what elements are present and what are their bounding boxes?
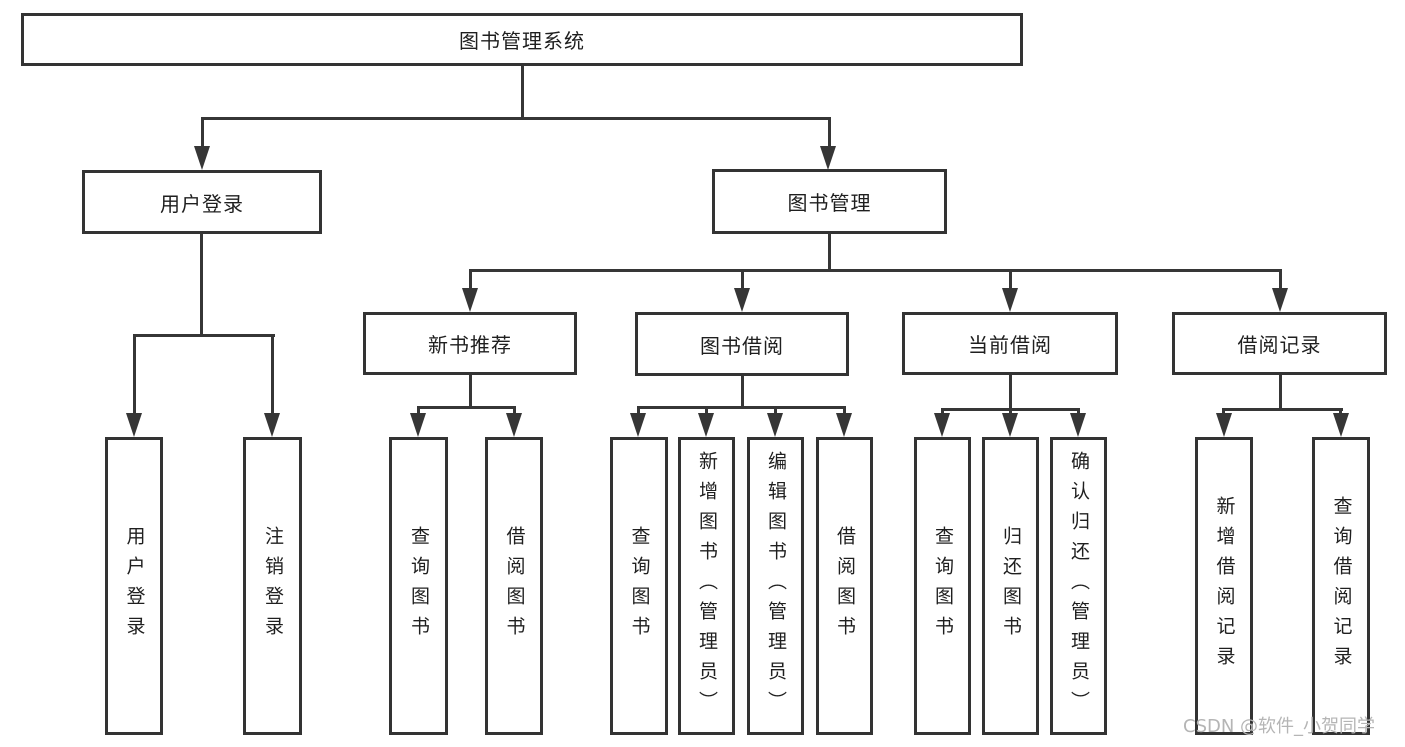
arrow-borrow-leaf-3-icon	[767, 413, 783, 437]
node-new-book-recommend: 新书推荐	[363, 312, 577, 375]
arrow-records-leaf-1-icon	[1216, 413, 1232, 437]
leaf-current-query-books: 查询图书	[914, 437, 971, 735]
arrow-newbook-leaf-2-icon	[506, 413, 522, 437]
leaf-records-query-record-label: 查询借阅记录	[1330, 496, 1353, 676]
node-current-borrow: 当前借阅	[902, 312, 1118, 375]
connector-borrow-bar	[637, 406, 846, 409]
node-borrow-records: 借阅记录	[1172, 312, 1387, 375]
leaf-logout: 注销登录	[243, 437, 302, 735]
leaf-records-add-record: 新增借阅记录	[1195, 437, 1253, 735]
connector-login-stem	[200, 233, 203, 336]
leaf-records-query-record: 查询借阅记录	[1312, 437, 1370, 735]
connector-root-stem	[521, 66, 524, 119]
arrow-to-current-borrow-icon	[1002, 288, 1018, 312]
arrow-records-leaf-2-icon	[1333, 413, 1349, 437]
connector-newbook-bar	[417, 406, 516, 409]
node-root-system: 图书管理系统	[21, 13, 1023, 66]
connector-borrow-stem	[741, 376, 744, 408]
node-book-management: 图书管理	[712, 169, 947, 234]
connector-newbook-drop-2	[513, 406, 516, 418]
node-current-borrow-label: 当前借阅	[968, 333, 1052, 357]
leaf-newbook-query-books-label: 查询图书	[408, 526, 430, 646]
node-borrow-records-label: 借阅记录	[1237, 333, 1322, 357]
leaf-borrow-add-books-admin-label: 新增图书（管理员）	[696, 451, 718, 721]
node-user-login: 用户登录	[82, 170, 322, 234]
node-root-label: 图书管理系统	[459, 29, 585, 53]
leaf-current-confirm-return-admin: 确认归还（管理员）	[1050, 437, 1107, 735]
leaf-logout-label: 注销登录	[262, 526, 284, 646]
arrow-current-leaf-3-icon	[1070, 413, 1086, 437]
leaf-borrow-borrow-books: 借阅图书	[816, 437, 873, 735]
arrow-to-leaf-user-login-icon	[126, 413, 142, 437]
arrow-current-leaf-1-icon	[934, 413, 950, 437]
arrow-borrow-leaf-1-icon	[630, 413, 646, 437]
arrow-borrow-leaf-2-icon	[698, 413, 714, 437]
connector-newbook-stem	[469, 375, 472, 408]
connector-root-drop-right	[828, 117, 831, 149]
connector-root-drop-left	[201, 117, 204, 149]
node-new-book-recommend-label: 新书推荐	[428, 333, 512, 357]
arrow-newbook-leaf-1-icon	[410, 413, 426, 437]
watermark: CSDN @软件_小贺同学	[1183, 716, 1376, 737]
leaf-current-query-books-label: 查询图书	[932, 526, 954, 646]
connector-newbook-drop-1	[417, 406, 420, 418]
leaf-borrow-edit-books-admin-label: 编辑图书（管理员）	[765, 451, 787, 721]
arrow-current-leaf-2-icon	[1002, 413, 1018, 437]
leaf-borrow-query-books-label: 查询图书	[628, 526, 651, 646]
leaf-borrow-borrow-books-label: 借阅图书	[834, 526, 856, 646]
arrow-to-book-borrow-icon	[734, 288, 750, 312]
arrow-to-book-management-icon	[820, 146, 836, 170]
leaf-current-return-books-label: 归还图书	[1000, 526, 1022, 646]
connector-current-stem	[1009, 375, 1012, 410]
arrow-to-leaf-logout-icon	[264, 413, 280, 437]
arrow-borrow-leaf-4-icon	[836, 413, 852, 437]
node-book-borrow-label: 图书借阅	[700, 333, 784, 358]
node-user-login-label: 用户登录	[160, 191, 244, 216]
leaf-newbook-query-books: 查询图书	[389, 437, 448, 735]
connector-borrow-drop-2	[705, 406, 708, 418]
connector-mgmt-drop-3	[1009, 269, 1012, 291]
leaf-newbook-borrow-books-label: 借阅图书	[503, 526, 526, 646]
arrow-to-borrow-records-icon	[1272, 288, 1288, 312]
leaf-borrow-add-books-admin: 新增图书（管理员）	[678, 437, 735, 735]
connector-records-bar	[1222, 408, 1343, 411]
connector-borrow-drop-3	[774, 406, 777, 418]
node-book-management-label: 图书管理	[787, 191, 872, 215]
leaf-newbook-borrow-books: 借阅图书	[485, 437, 543, 735]
connector-mgmt-drop-4	[1279, 269, 1282, 291]
leaf-current-return-books: 归还图书	[982, 437, 1039, 735]
connector-mgmt-drop-1	[469, 269, 472, 291]
arrow-to-new-book-icon	[462, 288, 478, 312]
connector-root-bar	[201, 117, 831, 120]
connector-mgmt-stem	[828, 233, 831, 271]
leaf-current-confirm-return-admin-label: 确认归还（管理员）	[1068, 451, 1090, 721]
leaf-borrow-edit-books-admin: 编辑图书（管理员）	[747, 437, 804, 735]
connector-mgmt-bar	[469, 269, 1282, 272]
arrow-to-user-login-icon	[194, 146, 210, 170]
connector-mgmt-drop-2	[741, 269, 744, 291]
connector-login-bar	[133, 334, 275, 337]
connector-borrow-drop-4	[843, 406, 846, 418]
leaf-records-add-record-label: 新增借阅记录	[1213, 496, 1236, 676]
connector-records-stem	[1279, 375, 1282, 410]
connector-login-drop-1	[133, 334, 136, 416]
leaf-user-login-label: 用户登录	[123, 526, 146, 646]
connector-borrow-drop-1	[637, 406, 640, 418]
leaf-borrow-query-books: 查询图书	[610, 437, 668, 735]
node-book-borrow: 图书借阅	[635, 312, 849, 376]
connector-login-drop-2	[271, 334, 274, 416]
leaf-user-login: 用户登录	[105, 437, 163, 735]
